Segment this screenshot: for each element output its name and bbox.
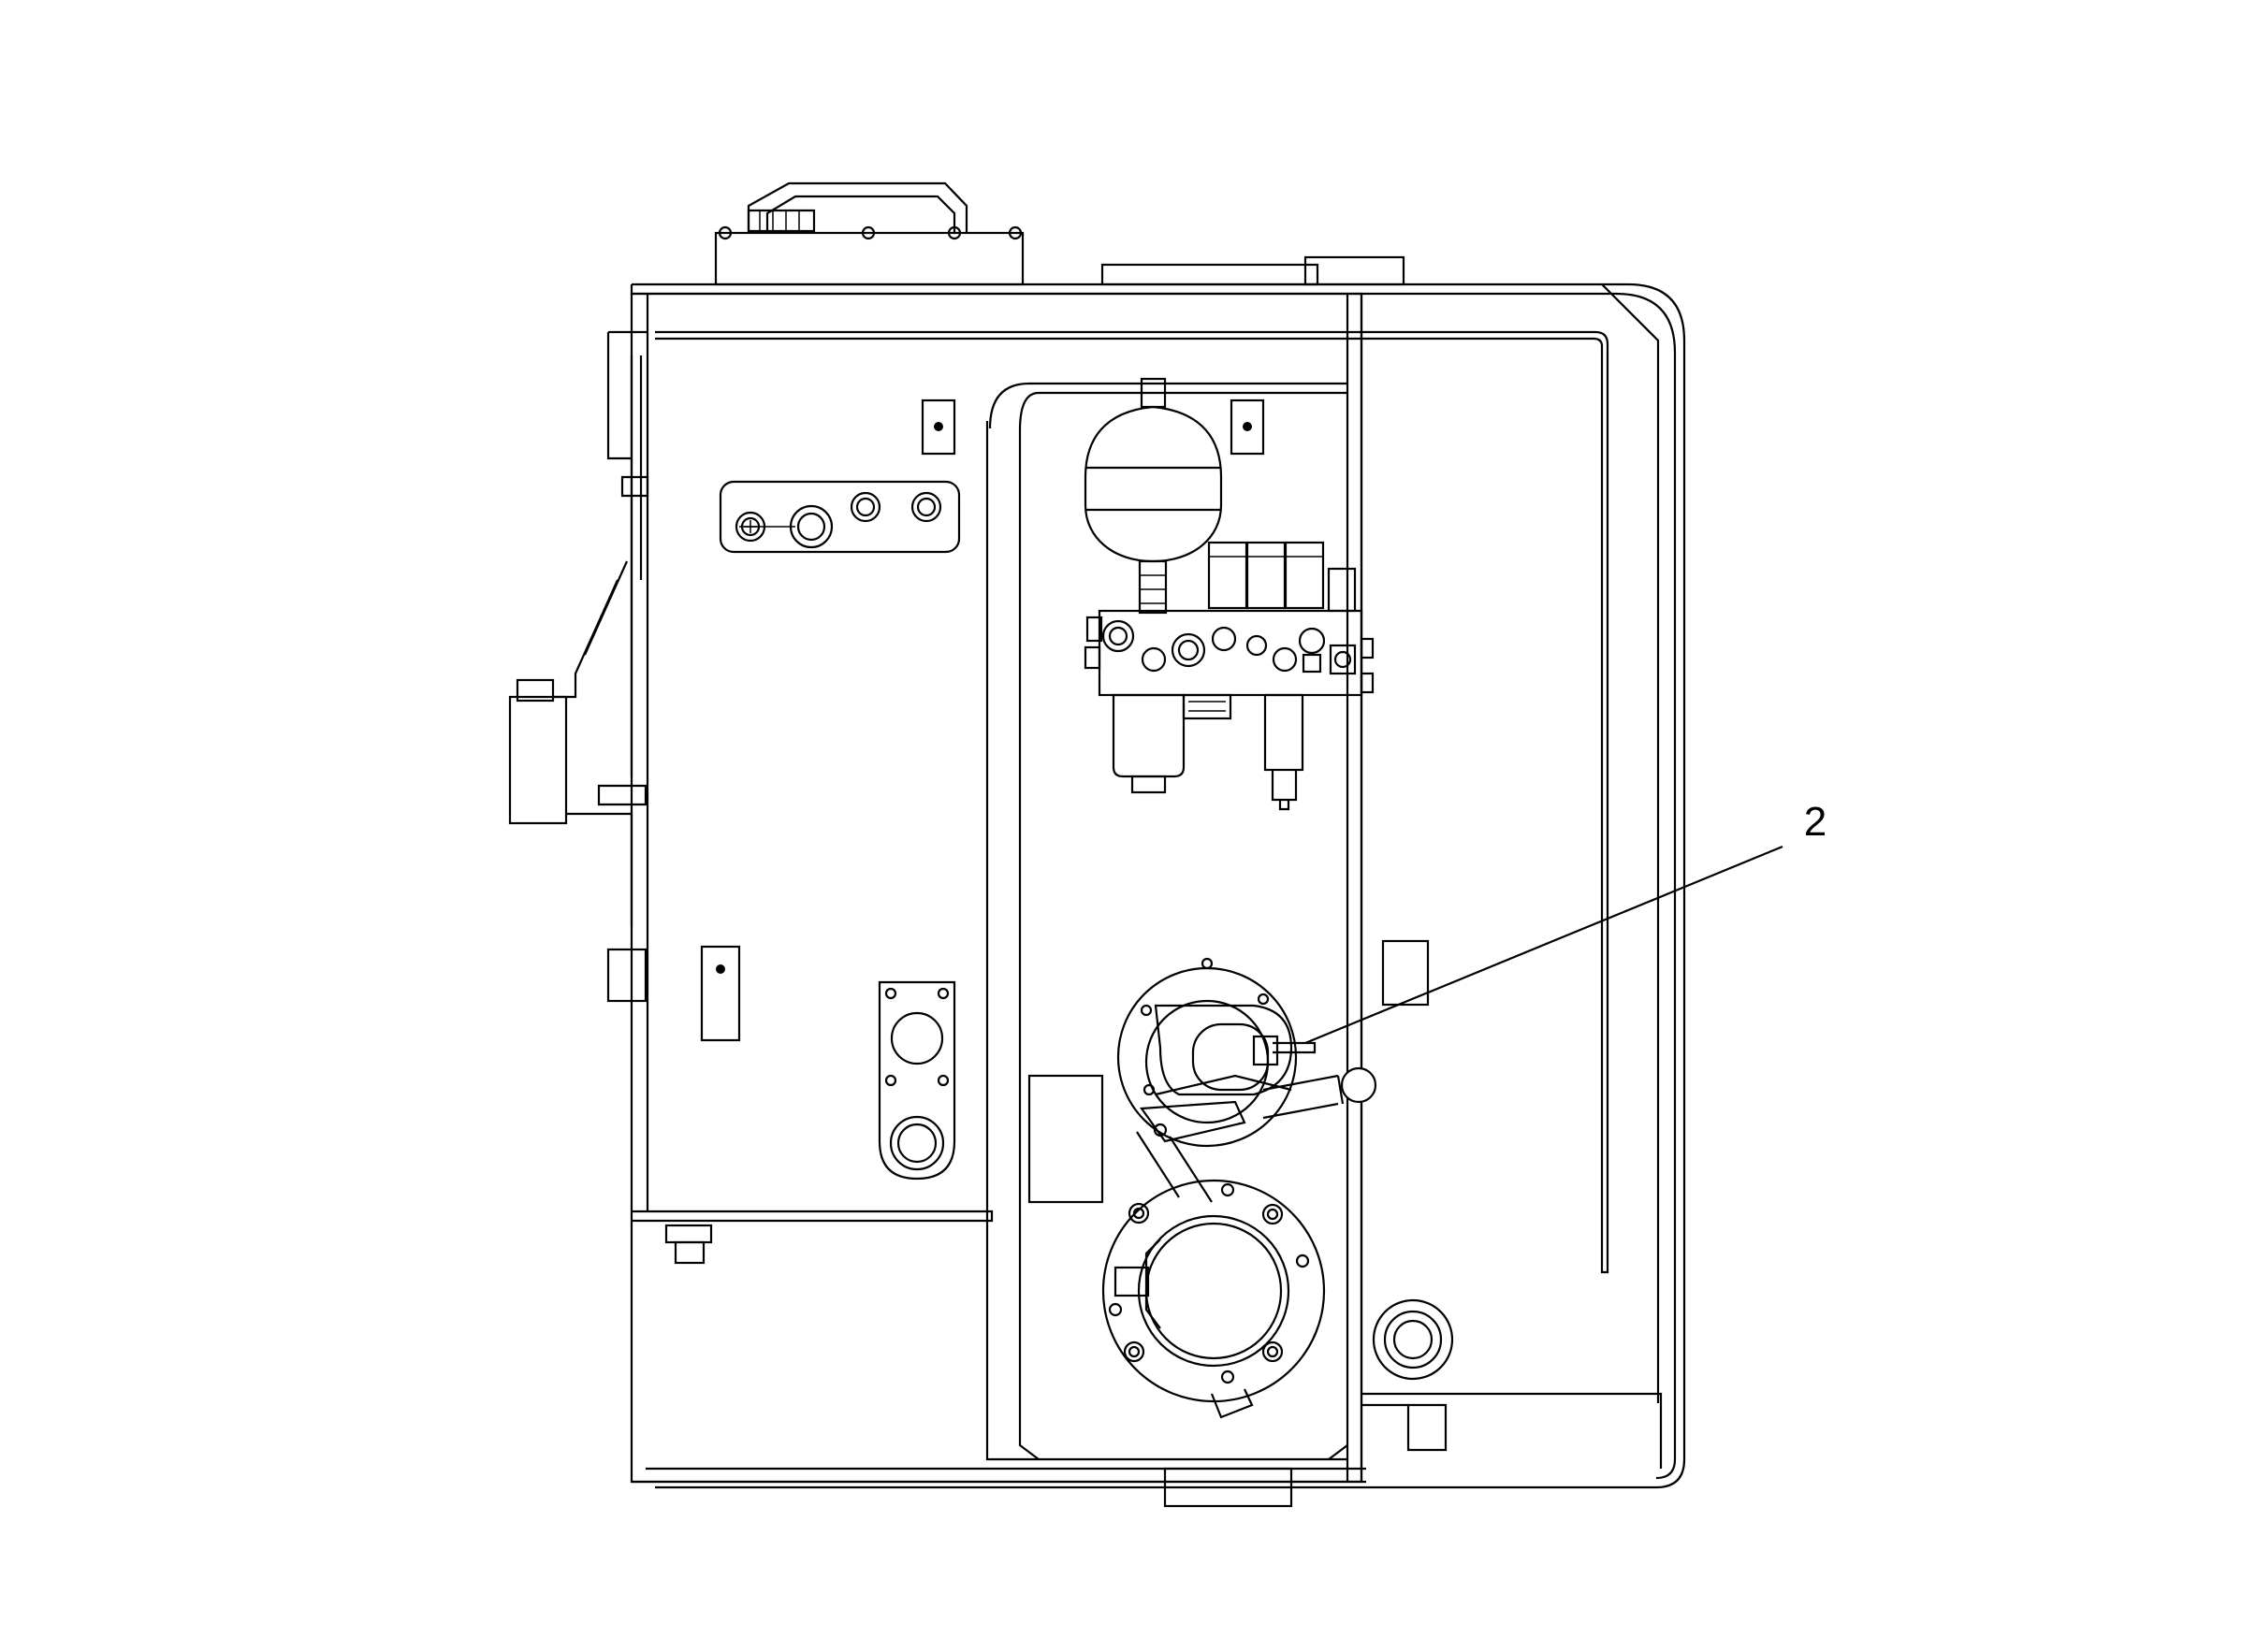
access-plate: [1027, 1074, 1104, 1204]
flange-bracket: [878, 980, 956, 1181]
drain-plug: [1372, 1298, 1454, 1381]
bottom-drain-fitting: [664, 1224, 713, 1265]
tank-top-edge: [630, 255, 1686, 1489]
top-cover-plate: [714, 181, 1025, 286]
accumulator: [1084, 377, 1223, 615]
solenoid-valves: [1207, 541, 1357, 613]
callout-leader-line: [1304, 845, 1783, 1045]
callout-label: 2: [1804, 799, 1827, 845]
valve-block: [1084, 609, 1375, 697]
mounting-tabs: [700, 399, 1430, 1042]
port-plate: [719, 480, 961, 554]
suction-valve: [1116, 957, 1377, 1203]
pump-flange: [1101, 1179, 1326, 1419]
left-side-bracket: [508, 330, 649, 1003]
filter-housing: [1112, 693, 1304, 811]
